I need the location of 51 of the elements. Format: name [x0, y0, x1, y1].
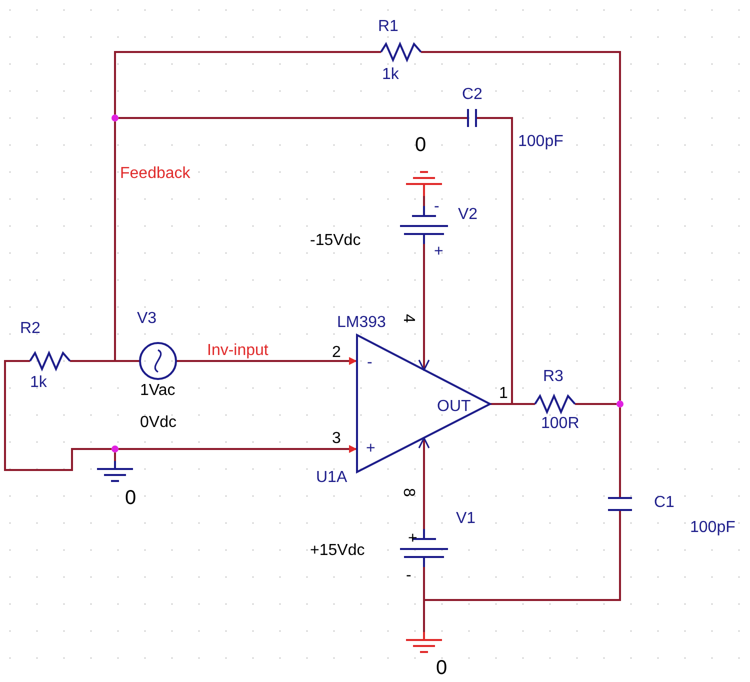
component-label: V1	[456, 510, 476, 527]
component-value: -15Vdc	[310, 232, 361, 249]
wire-arrow	[118, 445, 357, 453]
input-sign: -	[367, 354, 372, 371]
wire	[423, 510, 621, 601]
component-label: V2	[458, 206, 478, 223]
polarity-sign: -	[434, 198, 440, 215]
input-sign: +	[366, 440, 376, 457]
component-label: C2	[462, 86, 482, 103]
component-value: 100pF	[518, 133, 564, 150]
wire	[114, 452, 116, 461]
component-value: 0Vdc	[140, 414, 176, 431]
pin-number: 2	[332, 344, 341, 361]
wire	[619, 408, 621, 498]
polarity-sign: -	[406, 567, 412, 584]
pin-number: 1	[499, 385, 508, 402]
component-value: 100pF	[690, 519, 736, 536]
wire	[114, 51, 381, 114]
ground-label: 0	[125, 487, 136, 509]
component-value: 1Vac	[140, 382, 176, 399]
wire-arrow	[418, 244, 430, 371]
wire	[575, 403, 616, 405]
wire	[118, 117, 468, 119]
component-label: C1	[654, 494, 674, 511]
wire-arrow	[176, 357, 357, 365]
pin-number: 3	[332, 430, 341, 447]
ground-label: 0	[436, 657, 448, 679]
wire	[114, 122, 140, 362]
component-label: V3	[137, 310, 157, 327]
pin-number: 8	[400, 488, 417, 497]
wire	[423, 196, 425, 206]
ground-label: 0	[415, 134, 426, 156]
pin-label: OUT	[437, 398, 471, 415]
polarity-sign: +	[408, 530, 418, 547]
part-number: LM393	[337, 314, 386, 331]
wire	[421, 51, 621, 400]
wire	[4, 360, 112, 471]
net-label: Feedback	[120, 165, 190, 182]
pin-number: 4	[400, 314, 417, 323]
wire	[476, 117, 513, 405]
net-label: Inv-input	[207, 342, 268, 359]
component-value: 1k	[382, 66, 399, 83]
component-label: R1	[378, 18, 398, 35]
component-label: R3	[543, 368, 564, 385]
component-value: 1k	[30, 374, 47, 391]
component-label: U1A	[316, 469, 348, 486]
component-value: 100R	[541, 415, 580, 432]
component-label: R2	[20, 320, 40, 337]
component-value: +15Vdc	[310, 542, 365, 559]
wire-arrow	[418, 437, 430, 529]
polarity-sign: +	[434, 243, 444, 260]
